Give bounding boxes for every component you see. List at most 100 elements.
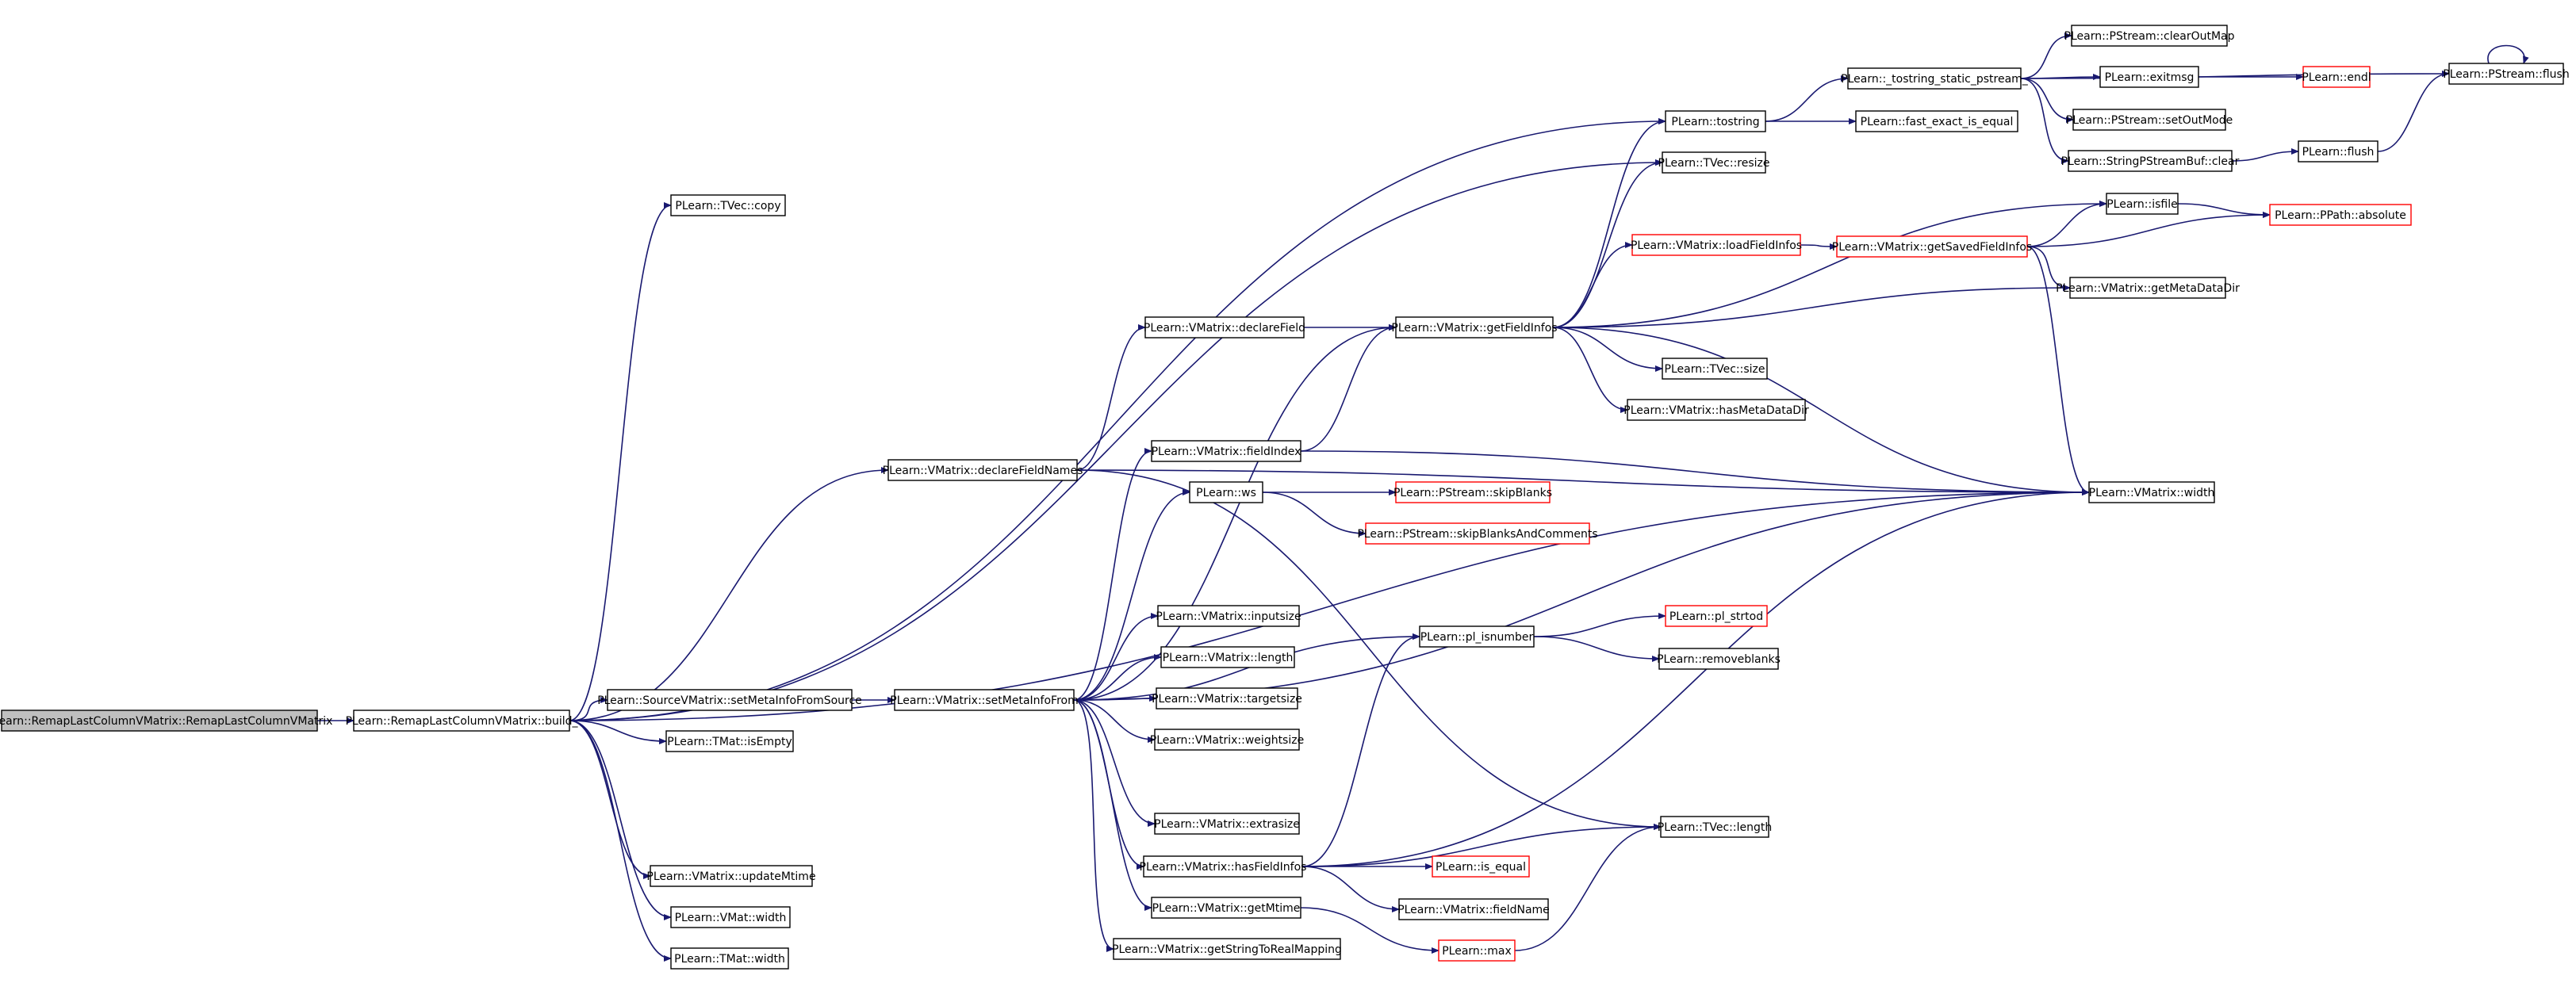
node-box[interactable] bbox=[670, 906, 791, 928]
node-plearn-vmatrix-extrasize[interactable]: PLearn::VMatrix::extrasize bbox=[1154, 813, 1300, 835]
node-plearn-vmatrix-fieldname[interactable]: PLearn::VMatrix::fieldName bbox=[1397, 898, 1550, 920]
node-box[interactable] bbox=[1143, 855, 1303, 878]
node-plearn-pstream-skipblanks[interactable]: PLearn::PStream::skipBlanks bbox=[1393, 481, 1552, 503]
node-box[interactable] bbox=[670, 194, 786, 216]
node-box[interactable] bbox=[2448, 63, 2564, 85]
node-box[interactable] bbox=[1419, 625, 1535, 648]
node-plearn-pstream-flush[interactable]: PLearn::PStream::flush bbox=[2443, 63, 2570, 85]
node-box[interactable] bbox=[2068, 150, 2233, 172]
node-plearn-tvec-copy[interactable]: PLearn::TVec::copy bbox=[670, 194, 786, 216]
node-plearn-vmat-width[interactable]: PLearn::VMat::width bbox=[670, 906, 791, 928]
node-plearn-exitmsg[interactable]: PLearn::exitmsg bbox=[2099, 66, 2199, 88]
node-plearn-vmatrix-setmetainfofrom[interactable]: PLearn::VMatrix::setMetaInfoFrom bbox=[890, 689, 1079, 711]
node-plearn-is-equal[interactable]: PLearn::is_equal bbox=[1432, 855, 1530, 878]
node-box[interactable] bbox=[1395, 316, 1554, 339]
node-plearn-remaplastcolumnvmatrix-build[interactable]: PLearn::RemapLastColumnVMatrix::build_ bbox=[345, 710, 579, 732]
node-box[interactable] bbox=[1665, 605, 1768, 627]
node-box[interactable] bbox=[1665, 110, 1766, 132]
node-plearn-max[interactable]: PLearn::max bbox=[1438, 939, 1516, 962]
node-box[interactable] bbox=[607, 689, 853, 711]
node-plearn-vmatrix-fieldindex[interactable]: PLearn::VMatrix::fieldIndex bbox=[1151, 440, 1301, 462]
node-plearn-isfile[interactable]: PLearn::isfile bbox=[2106, 193, 2179, 215]
node-plearn-removeblanks[interactable]: PLearn::removeblanks bbox=[1657, 648, 1781, 670]
node-plearn-vmatrix-hasmetadatadir[interactable]: PLearn::VMatrix::hasMetaDataDir bbox=[1623, 399, 1809, 421]
node-plearn-tostring-static-pstream[interactable]: PLearn::_tostring_static_pstream_ bbox=[1841, 67, 2029, 90]
node-box[interactable] bbox=[1151, 897, 1301, 919]
node-box[interactable] bbox=[1189, 481, 1263, 503]
node-plearn-sourcevmatrix-setmetainfofromsource[interactable]: PLearn::SourceVMatrix::setMetaInfoFromSo… bbox=[597, 689, 862, 711]
node-plearn-vmatrix-width[interactable]: PLearn::VMatrix::width bbox=[2088, 481, 2215, 503]
node-box[interactable] bbox=[1836, 235, 2028, 258]
node-box[interactable] bbox=[2099, 66, 2199, 88]
node-plearn-tostring[interactable]: PLearn::tostring bbox=[1665, 110, 1766, 132]
node-plearn-vmatrix-updatemtime[interactable]: PLearn::VMatrix::updateMtime bbox=[646, 865, 816, 887]
node-plearn-tvec-length[interactable]: PLearn::TVec::length bbox=[1658, 816, 1772, 838]
node-plearn-vmatrix-getmtime[interactable]: PLearn::VMatrix::getMtime bbox=[1151, 897, 1301, 919]
node-box[interactable] bbox=[1438, 939, 1516, 962]
node-plearn-pstream-clearoutmap[interactable]: PLearn::PStream::clearOutMap bbox=[2064, 25, 2235, 47]
node-plearn-ppath-absolute[interactable]: PLearn::PPath::absolute bbox=[2269, 204, 2412, 226]
node-box[interactable] bbox=[1660, 816, 1769, 838]
node-box[interactable] bbox=[1144, 316, 1305, 339]
node-box[interactable] bbox=[1113, 938, 1341, 960]
node-plearn-tmat-width[interactable]: PLearn::TMat::width bbox=[670, 947, 789, 970]
node-plearn-vmatrix-inputsize[interactable]: PLearn::VMatrix::inputsize bbox=[1156, 605, 1301, 627]
node-plearn-tvec-resize[interactable]: PLearn::TVec::resize bbox=[1658, 151, 1770, 174]
node-plearn-tmat-isempty[interactable]: PLearn::TMat::isEmpty bbox=[665, 730, 794, 752]
node-box[interactable] bbox=[2071, 25, 2228, 47]
node-plearn-pstream-setoutmode[interactable]: PLearn::PStream::setOutMode bbox=[2066, 109, 2233, 131]
node-plearn-vmatrix-declarefieldnames[interactable]: PLearn::VMatrix::declareFieldNames bbox=[883, 459, 1083, 481]
node-plearn-vmatrix-getsavedfieldinfos[interactable]: PLearn::VMatrix::getSavedFieldInfos bbox=[1832, 235, 2032, 258]
node-plearn-pl-strtod[interactable]: PLearn::pl_strtod bbox=[1665, 605, 1768, 627]
node-box[interactable] bbox=[2088, 481, 2215, 503]
node-box[interactable] bbox=[1627, 399, 1806, 421]
node-box[interactable] bbox=[1, 710, 318, 732]
node-plearn-vmatrix-targetsize[interactable]: PLearn::VMatrix::targetsize bbox=[1152, 687, 1302, 710]
node-box[interactable] bbox=[2069, 277, 2226, 299]
node-plearn-vmatrix-hasfieldinfos[interactable]: PLearn::VMatrix::hasFieldInfos bbox=[1140, 855, 1307, 878]
node-box[interactable] bbox=[887, 459, 1078, 481]
node-box[interactable] bbox=[2106, 193, 2179, 215]
node-box[interactable] bbox=[1365, 522, 1590, 545]
node-box[interactable] bbox=[1156, 687, 1298, 710]
node-box[interactable] bbox=[1395, 481, 1551, 503]
node-box[interactable] bbox=[2072, 109, 2226, 131]
node-box[interactable] bbox=[650, 865, 813, 887]
node-plearn-ws[interactable]: PLearn::ws bbox=[1189, 481, 1263, 503]
node-plearn-vmatrix-weightsize[interactable]: PLearn::VMatrix::weightsize bbox=[1150, 729, 1304, 751]
node-box[interactable] bbox=[2298, 140, 2379, 163]
node-plearn-stringpstreambuf-clear[interactable]: PLearn::StringPStreamBuf::clear bbox=[2061, 150, 2240, 172]
node-box[interactable] bbox=[353, 710, 570, 732]
node-plearn-vmatrix-getstringtorealmapping[interactable]: PLearn::VMatrix::getStringToRealMapping bbox=[1112, 938, 1342, 960]
node-box[interactable] bbox=[2269, 204, 2412, 226]
node-plearn-vmatrix-declarefield[interactable]: PLearn::VMatrix::declareField bbox=[1144, 316, 1305, 339]
node-box[interactable] bbox=[1398, 898, 1549, 920]
node-box[interactable] bbox=[1151, 440, 1301, 462]
node-box[interactable] bbox=[1157, 605, 1300, 627]
node-box[interactable] bbox=[1662, 358, 1768, 380]
node-box[interactable] bbox=[670, 947, 789, 970]
node-box[interactable] bbox=[1662, 151, 1766, 174]
node-plearn-pstream-skipblanksandcomments[interactable]: PLearn::PStream::skipBlanksAndComments bbox=[1357, 522, 1598, 545]
node-box[interactable] bbox=[1631, 234, 1801, 256]
node-box[interactable] bbox=[1154, 813, 1300, 835]
node-box[interactable] bbox=[2302, 66, 2371, 88]
node-plearn-fast-exact-is-equal[interactable]: PLearn::fast_exact_is_equal bbox=[1855, 110, 2018, 132]
node-box[interactable] bbox=[1847, 67, 2022, 90]
node-box[interactable] bbox=[1432, 855, 1530, 878]
node-plearn-flush[interactable]: PLearn::flush bbox=[2298, 140, 2379, 163]
node-box[interactable] bbox=[1855, 110, 2018, 132]
node-plearn-tvec-size[interactable]: PLearn::TVec::size bbox=[1662, 358, 1768, 380]
node-box[interactable] bbox=[894, 689, 1075, 711]
node-plearn-remaplastcolumnvmatrix-remaplastcolumnvmatrix[interactable]: PLearn::RemapLastColumnVMatrix::RemapLas… bbox=[0, 710, 332, 732]
node-plearn-vmatrix-loadfieldinfos[interactable]: PLearn::VMatrix::loadFieldInfos bbox=[1631, 234, 1802, 256]
node-plearn-endl[interactable]: PLearn::endl bbox=[2302, 66, 2371, 88]
node-box[interactable] bbox=[1160, 646, 1295, 668]
node-plearn-vmatrix-getfieldinfos[interactable]: PLearn::VMatrix::getFieldInfos bbox=[1391, 316, 1558, 339]
node-plearn-vmatrix-getmetadatadir[interactable]: PLearn::VMatrix::getMetaDataDir bbox=[2056, 277, 2240, 299]
node-box[interactable] bbox=[665, 730, 794, 752]
node-plearn-pl-isnumber[interactable]: PLearn::pl_isnumber bbox=[1419, 625, 1535, 648]
node-box[interactable] bbox=[1154, 729, 1300, 751]
node-plearn-vmatrix-length[interactable]: PLearn::VMatrix::length bbox=[1160, 646, 1295, 668]
node-box[interactable] bbox=[1658, 648, 1779, 670]
